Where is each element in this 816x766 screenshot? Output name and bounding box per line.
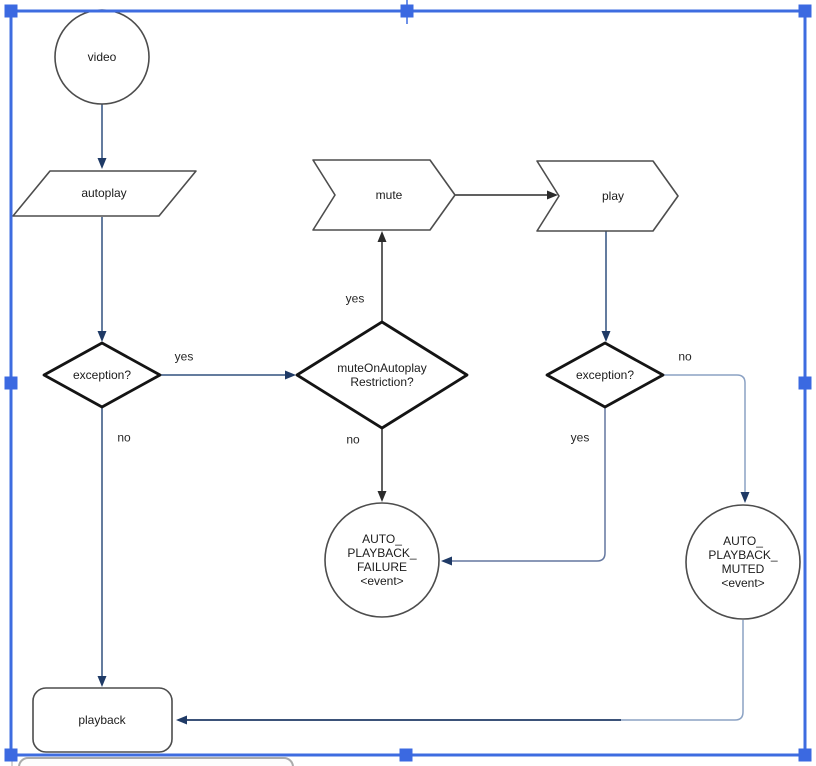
exception-right-diamond[interactable] [545, 341, 665, 409]
offscreen-shape[interactable] [18, 757, 294, 766]
selection-handle-middle-right[interactable] [798, 376, 812, 390]
video-node[interactable] [54, 9, 150, 105]
connector-exception-left-no[interactable] [97, 407, 107, 687]
connector-exception-right-no-muted[interactable] [663, 374, 750, 503]
mute-restriction-diamond[interactable] [295, 320, 469, 430]
connector-video-autoplay[interactable] [97, 104, 107, 169]
selection-handle-bottom-center[interactable] [399, 748, 413, 762]
selection-handle-top-left[interactable] [4, 4, 18, 18]
autoplay-node[interactable] [12, 170, 197, 217]
selection-handle-top-center[interactable] [400, 4, 414, 18]
connector-restriction-yes-mute[interactable] [377, 231, 387, 322]
selection-handle-middle-left[interactable] [4, 376, 18, 390]
muted-event-node[interactable] [685, 504, 801, 620]
failure-event-node[interactable] [324, 502, 440, 618]
connector-restriction-no-failure[interactable] [377, 428, 387, 502]
connector-exception-left-yes[interactable] [160, 370, 296, 380]
mute-node[interactable] [312, 159, 456, 231]
selection-handle-bottom-left[interactable] [4, 748, 18, 762]
selection-handle-bottom-right[interactable] [798, 748, 812, 762]
selection-handle-top-right[interactable] [798, 4, 812, 18]
exception-left-diamond[interactable] [42, 341, 162, 409]
connector-exception-right-yes-failure[interactable] [441, 407, 606, 566]
playback-node[interactable] [32, 687, 173, 753]
play-node[interactable] [536, 160, 679, 232]
connector-muted-playback[interactable] [176, 620, 744, 725]
connector-mute-play[interactable] [455, 190, 558, 200]
connector-play-exception[interactable] [601, 231, 611, 342]
connector-autoplay-exception[interactable] [97, 217, 107, 342]
